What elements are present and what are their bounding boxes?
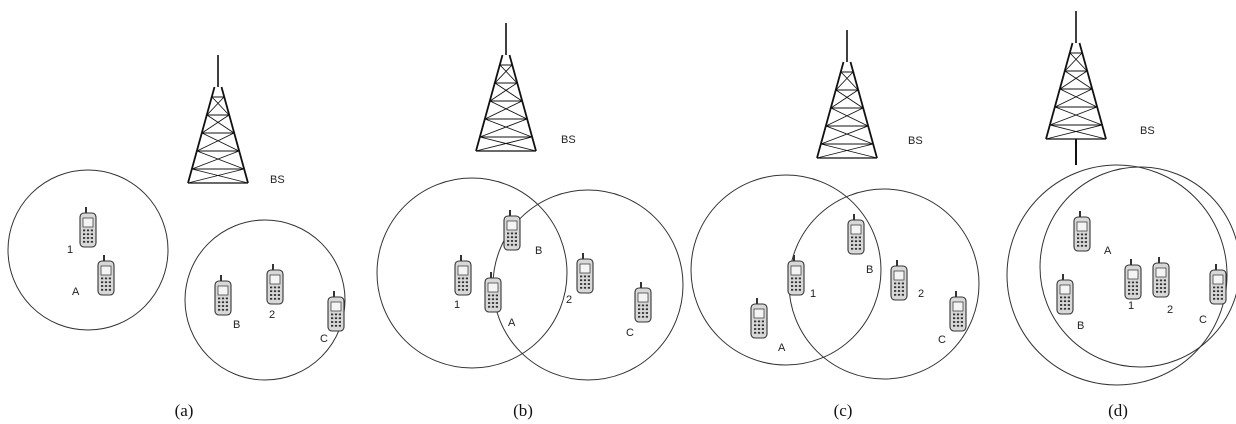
phone-label: 1	[810, 288, 816, 300]
phone-label: C	[938, 334, 946, 346]
panel-caption: (c)	[834, 401, 853, 420]
base-station-tower-icon	[816, 29, 878, 159]
phone-label: B	[535, 245, 542, 257]
phone-label: 2	[566, 294, 572, 306]
phone-label: 2	[918, 288, 924, 300]
phone-label: 1	[1128, 300, 1134, 312]
phone-icon	[750, 297, 768, 339]
phone-label: 1	[454, 299, 460, 311]
phone-label: A	[72, 286, 80, 298]
phone-label: A	[508, 317, 516, 329]
coverage-circle-left	[376, 177, 568, 369]
bs-label: BS	[561, 134, 576, 146]
phone-icon	[949, 290, 967, 332]
phone-icon	[1124, 258, 1142, 300]
phone-label: C	[1199, 314, 1207, 326]
phone-label: B	[1077, 320, 1084, 332]
phone-icon	[634, 281, 652, 323]
phone-icon	[1152, 256, 1170, 298]
phone-icon	[327, 290, 345, 332]
coverage-circle-right	[788, 188, 980, 380]
phone-label: 2	[269, 309, 275, 321]
phone-label: C	[320, 333, 328, 345]
phone-icon	[576, 252, 594, 294]
phone-icon	[787, 254, 805, 296]
phone-icon	[503, 209, 521, 251]
bs-label: BS	[270, 174, 285, 186]
panel-caption: (b)	[513, 401, 533, 420]
phone-icon	[1073, 210, 1091, 252]
coverage-circle-inner	[1039, 166, 1236, 368]
phone-label: A	[778, 342, 786, 354]
base-station-tower-icon	[187, 54, 249, 184]
bs-label: BS	[1140, 125, 1155, 137]
panel-caption: (d)	[1108, 401, 1128, 420]
panel-c: BS B 1 2 A C (c)	[690, 29, 980, 420]
phone-icon	[97, 254, 115, 296]
panel-b: BS B 1 A 2 C (b)	[376, 22, 684, 420]
phone-icon	[266, 263, 284, 305]
phone-icon	[847, 213, 865, 255]
coverage-circle-outer	[1006, 164, 1228, 386]
panel-d: BS A 1 2 B C (d)	[1006, 10, 1236, 420]
phone-label: B	[866, 264, 873, 276]
phone-icon	[484, 271, 502, 313]
phone-label: C	[626, 327, 634, 339]
phone-label: 2	[1167, 304, 1173, 316]
coverage-circle-left	[690, 174, 882, 366]
phone-icon	[454, 254, 472, 296]
base-station-tower-icon	[1045, 10, 1107, 140]
phone-icon	[214, 274, 232, 316]
bs-label: BS	[908, 135, 923, 147]
phone-label: 1	[67, 244, 73, 256]
panel-a: BS 1 A B 2 C (a)	[7, 54, 346, 420]
phone-icon	[1209, 263, 1227, 305]
phone-icon	[1056, 273, 1074, 315]
coverage-circle-right	[184, 219, 346, 381]
phone-label: B	[233, 319, 240, 331]
phone-label: A	[1104, 245, 1112, 257]
coverage-circle-left	[7, 169, 169, 331]
phone-icon	[79, 206, 97, 248]
base-station-tower-icon	[475, 22, 537, 152]
phone-icon	[890, 259, 908, 301]
panel-caption: (a)	[175, 401, 194, 420]
